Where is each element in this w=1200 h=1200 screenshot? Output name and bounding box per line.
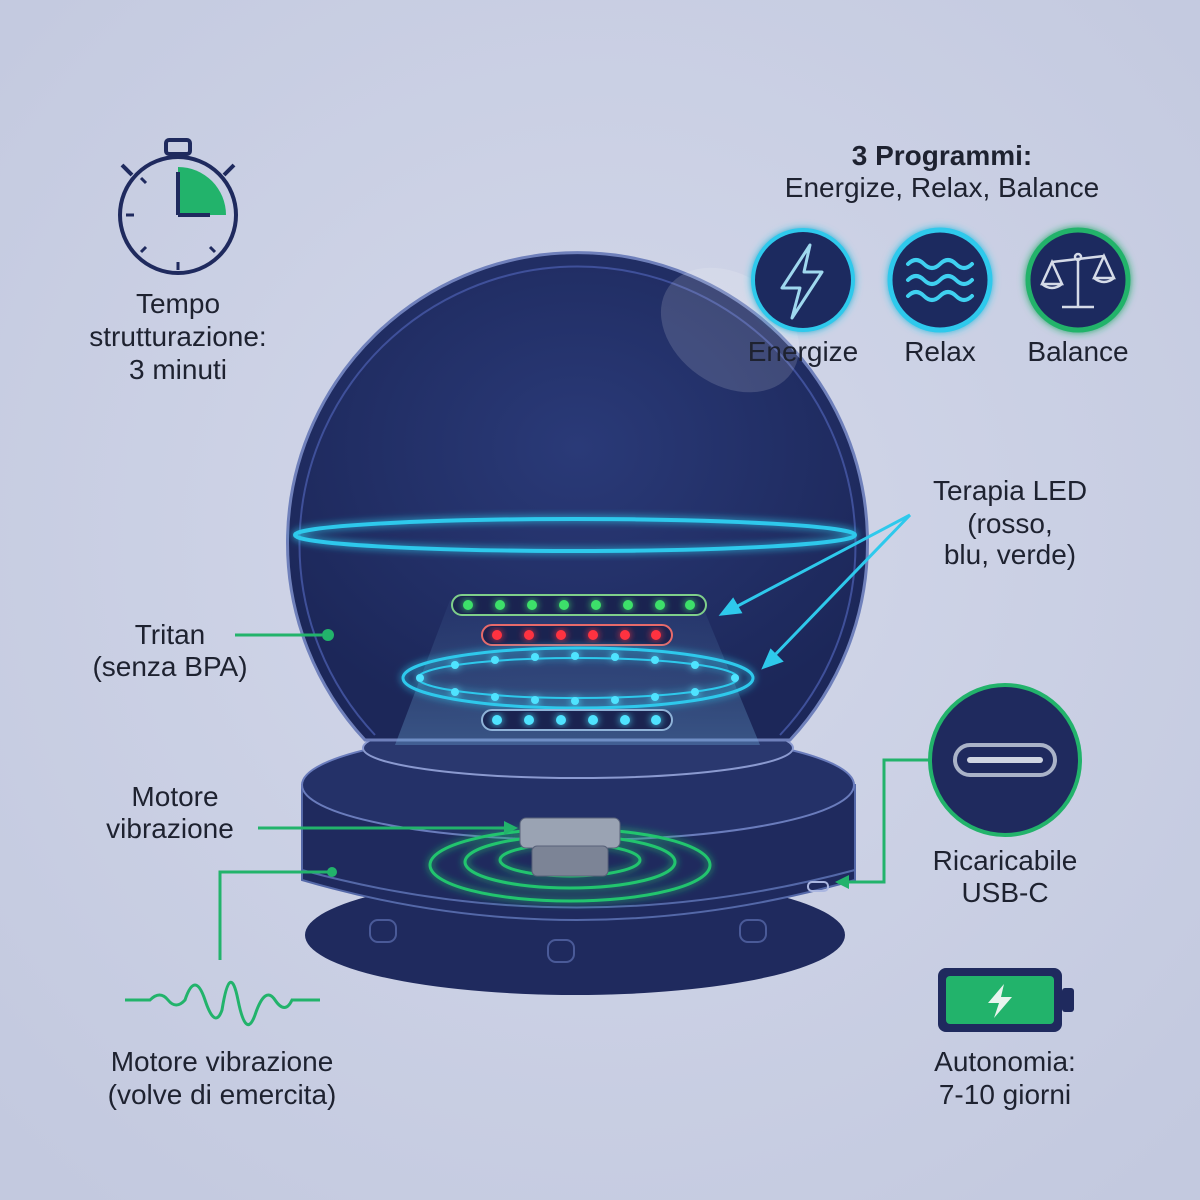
timer-label-line2: strutturazione: <box>89 321 266 352</box>
tritan-label-line2: (senza BPA) <box>92 651 247 682</box>
motor-callout-arrow <box>258 821 518 835</box>
motor-label-line1: Motore <box>131 781 218 812</box>
led-callout-arrows <box>718 513 912 670</box>
program-label: Energize <box>748 336 859 367</box>
wave-label-line2: (volve di emercita) <box>108 1079 337 1110</box>
program-relax: Relax <box>887 227 993 367</box>
programs-subtitle: Energize, Relax, Balance <box>785 172 1099 203</box>
vibration-wave-icon <box>125 980 320 1027</box>
waves-icon <box>906 258 974 302</box>
led-label-line3: blu, verde) <box>944 539 1076 570</box>
led-ring-top <box>293 517 857 553</box>
wave-label-line1: Motore vibrazione <box>111 1046 334 1077</box>
stopwatch-icon <box>118 138 238 275</box>
program-label: Relax <box>904 336 976 367</box>
timer-label-line1: Tempo <box>136 288 220 319</box>
lightning-icon <box>780 243 824 320</box>
led-bar-cyan <box>481 709 673 731</box>
usb-c-icon <box>928 683 1082 837</box>
motor-label-line2: vibrazione <box>106 813 234 844</box>
program-balance: Balance <box>1025 227 1131 367</box>
led-ring-blue <box>401 646 755 710</box>
program-energize: Energize <box>748 228 859 367</box>
tritan-label-line1: Tritan <box>135 619 206 650</box>
battery-label-line1: Autonomia: <box>934 1046 1076 1077</box>
led-label-line2: (rosso, <box>967 508 1053 539</box>
programs-title: 3 Programmi: <box>852 140 1033 171</box>
program-label: Balance <box>1027 336 1128 367</box>
vibration-motor <box>519 817 621 877</box>
led-bar-green <box>451 594 707 616</box>
tritan-callout-line <box>235 629 334 641</box>
usb-callout-arrow <box>835 758 930 889</box>
battery-label-line2: 7-10 giorni <box>939 1079 1071 1110</box>
usb-port <box>807 881 829 892</box>
led-label-line1: Terapia LED <box>933 475 1087 506</box>
led-bar-red <box>481 624 673 646</box>
scales-icon <box>1040 252 1116 309</box>
wave-callout-line <box>218 867 337 960</box>
usb-label-line1: Ricaricabile <box>933 845 1078 876</box>
battery-charging-icon <box>938 968 1074 1032</box>
timer-label-line3: 3 minuti <box>129 354 227 385</box>
usb-label-line2: USB-C <box>961 877 1048 908</box>
